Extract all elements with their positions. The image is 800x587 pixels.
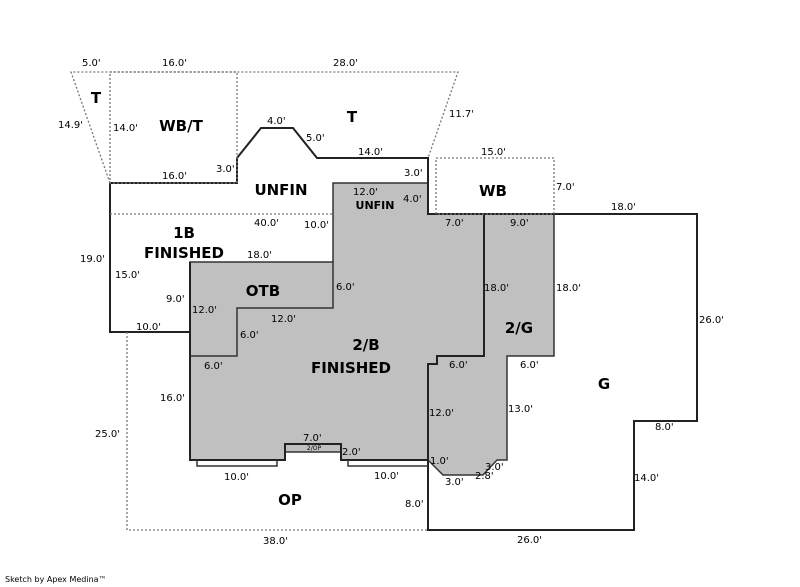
dimension-label: 16.0' <box>162 58 187 69</box>
dimension-label: 9.0' <box>510 218 529 229</box>
dimension-label: 8.0' <box>405 499 424 510</box>
dimension-label: 14.0' <box>358 147 383 158</box>
dimension-label: 6.0' <box>449 360 468 371</box>
dimension-label: 3.0' <box>404 168 423 179</box>
dimension-label: 4.0' <box>403 194 422 205</box>
op-step-right <box>347 460 428 467</box>
dimension-label: 14.0' <box>113 123 138 134</box>
dimension-label: 12.0' <box>192 305 217 316</box>
area-label-1b-finished: FINISHED <box>144 244 224 262</box>
dimension-label: 6.0' <box>204 361 223 372</box>
dimension-label: 13.0' <box>508 404 533 415</box>
main-outline <box>110 127 698 531</box>
dimension-label: 18.0' <box>556 283 581 294</box>
area-label-t-top: T <box>347 108 358 126</box>
dimension-label: 16.0' <box>160 393 185 404</box>
dimension-label: 6.0' <box>336 282 355 293</box>
dimension-label: 10.0' <box>374 471 399 482</box>
dimension-label: 5.0' <box>306 133 325 144</box>
dimension-label: 12.0' <box>429 408 454 419</box>
dimension-label: 25.0' <box>95 429 120 440</box>
area-label-t-left: T <box>91 89 102 107</box>
dimension-label: 28.0' <box>333 58 358 69</box>
dimension-label: 6.0' <box>520 360 539 371</box>
dimension-label: 18.0' <box>611 202 636 213</box>
dimension-label: 16.0' <box>162 171 187 182</box>
dimension-label: 3.0' <box>485 462 504 473</box>
dimension-label: 14.0' <box>634 473 659 484</box>
area-label-2g: 2/G <box>505 319 533 337</box>
area-label-2b: 2/B <box>352 336 379 354</box>
dimension-label: 3.0' <box>216 164 235 175</box>
dimension-label: 10.0' <box>224 472 249 483</box>
dimension-label: 38.0' <box>263 536 288 547</box>
dimension-label: 18.0' <box>247 250 272 261</box>
op-step-left <box>196 460 278 467</box>
area-label-2b-finished: FINISHED <box>311 359 391 377</box>
dimension-label: 11.7' <box>449 109 474 120</box>
dimension-label: 26.0' <box>517 535 542 546</box>
2b-outline <box>189 262 428 461</box>
dimension-label: 9.0' <box>166 294 185 305</box>
dimension-label: 7.0' <box>303 433 322 444</box>
area-label-op: OP <box>278 491 302 509</box>
dimension-label: 6.0' <box>240 330 259 341</box>
dimension-label: 12.0' <box>353 187 378 198</box>
dimension-label: 3.0' <box>445 477 464 488</box>
footer-credit: Sketch by Apex Medina™ <box>5 575 107 584</box>
dimension-label: 14.9' <box>58 120 83 131</box>
area-label-1b: 1B <box>173 224 195 242</box>
dimension-label: 12.0' <box>271 314 296 325</box>
dimension-label: 18.0' <box>484 283 509 294</box>
wb-outline <box>435 157 555 215</box>
wb-t-outline <box>109 71 238 184</box>
area-label-g: G <box>598 375 610 393</box>
dimension-label: 1.0' <box>430 456 449 467</box>
dimension-label: 8.0' <box>655 422 674 433</box>
dimension-label: 40.0' <box>254 218 279 229</box>
area-label-otb: OTB <box>246 282 280 300</box>
area-label-2op: 2/OP <box>307 445 322 452</box>
area-label-unfin-small: UNFIN <box>356 199 395 212</box>
dimension-label: 10.0' <box>136 322 161 333</box>
dimension-label: 4.0' <box>267 116 286 127</box>
dimension-label: 15.0' <box>115 270 140 281</box>
area-label-unfin: UNFIN <box>254 181 307 199</box>
dimension-label: 10.0' <box>304 220 329 231</box>
dimension-labels: 5.0' 16.0' 28.0' 14.9' 14.0' 11.7' 4.0' 5.0' 16.… <box>58 58 724 547</box>
dimension-label: 7.0' <box>556 182 575 193</box>
area-label-wb: WB <box>479 182 507 200</box>
dimension-label: 19.0' <box>80 254 105 265</box>
left-wall <box>109 183 190 333</box>
dimension-label: 15.0' <box>481 147 506 158</box>
dimension-label: 5.0' <box>82 58 101 69</box>
dimension-label: 2.8' <box>475 471 494 482</box>
area-label-wb-t: WB/T <box>159 117 203 135</box>
dimension-label: 7.0' <box>445 218 464 229</box>
dimension-label: 26.0' <box>699 315 724 326</box>
otb-outline <box>190 262 334 357</box>
op-outline <box>126 332 428 531</box>
dimension-label: 2.0' <box>342 447 361 458</box>
